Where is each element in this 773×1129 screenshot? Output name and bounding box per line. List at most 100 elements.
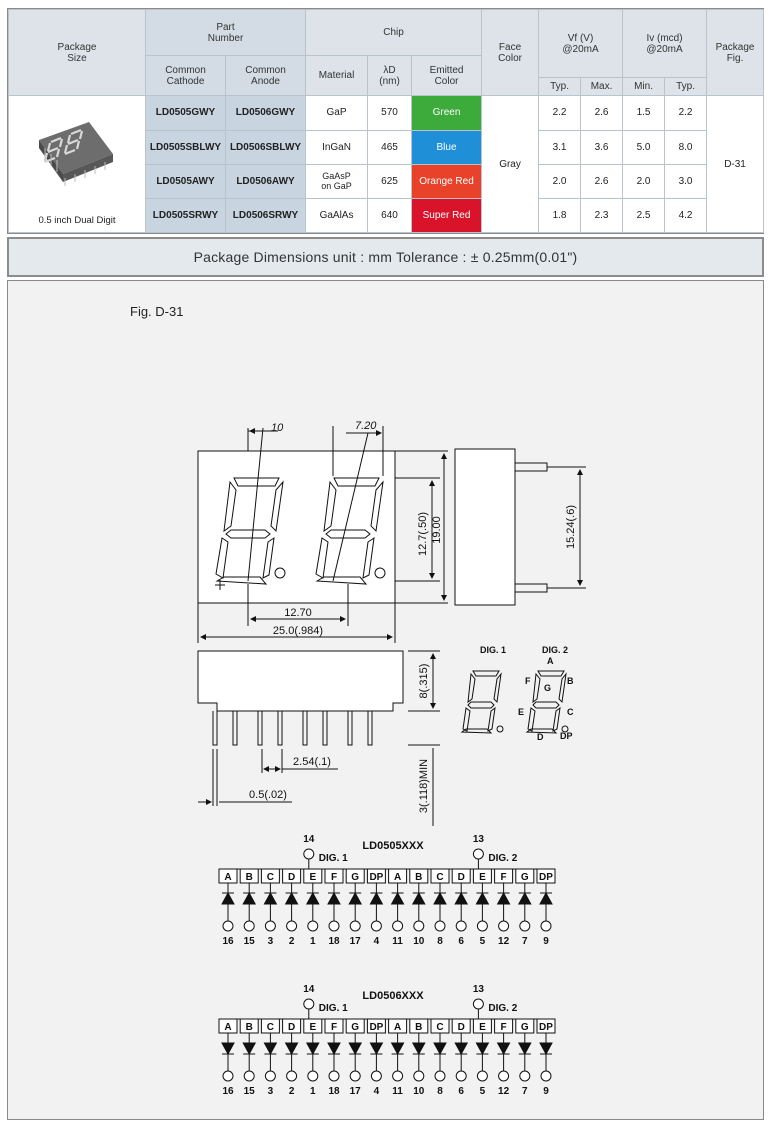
pin-number: 9 (543, 1086, 549, 1097)
segment-label: E (479, 1022, 486, 1033)
pin-number: 15 (244, 936, 256, 947)
vf-max-cell: 2.3 (580, 197, 624, 234)
pin-circle (370, 920, 382, 932)
digit-2-outline (315, 477, 386, 585)
segment-label: G (351, 1022, 359, 1033)
figure-label: Fig. D-31 (130, 304, 183, 319)
material-cell: GaAlAs (305, 197, 369, 234)
segment-label: D (458, 1022, 465, 1033)
pin-number: 18 (328, 1086, 340, 1097)
segment-label: E (479, 872, 486, 883)
header-material: Material (305, 55, 369, 97)
diode-symbol (348, 1042, 363, 1056)
lambda-cell: 465 (367, 129, 413, 165)
package-dimensions-text: Package Dimensions unit : mm Tolerance :… (193, 249, 578, 265)
segment-label: A (224, 1022, 231, 1033)
pin-number: 4 (374, 936, 380, 947)
pin-circle (540, 920, 552, 932)
header-common-cathode: Common Cathode (145, 55, 226, 97)
cathode-cell: LD0505SRWY (145, 197, 226, 234)
side-view (454, 448, 586, 606)
pin-number: 9 (543, 936, 549, 947)
seg-a-label: A (547, 656, 554, 666)
pin-circle (243, 1070, 255, 1082)
dim-7-20: 7.20 (355, 420, 377, 432)
common-pin-circle (303, 998, 315, 1010)
package-photo-image (39, 122, 113, 187)
figure-panel: Fig. D-31 10 7.20 12.7(.50 (7, 280, 764, 1120)
pin-circle (349, 920, 361, 932)
header-face-color: Face Color (481, 8, 540, 97)
iv-typ-cell: 3.0 (664, 163, 708, 199)
pin-number: 10 (413, 1086, 425, 1097)
header-lambda: λD (nm) (367, 55, 413, 97)
pin-number: 2 (289, 936, 295, 947)
common-pin-label: 14 (303, 834, 315, 845)
pin-number: 10 (413, 936, 425, 947)
segment-label: DP (539, 1022, 553, 1033)
dim-19-00: 19.00 (431, 516, 443, 544)
header-vf-typ: Typ. (538, 77, 582, 97)
anode-cell: LD0506SBLWY (224, 129, 307, 165)
segment-label: F (501, 872, 507, 883)
dim-0-5: 0.5(.02) (249, 789, 287, 801)
seg-e-label: E (518, 707, 524, 717)
seg-g-label: G (544, 683, 551, 693)
diode-symbol (369, 1042, 384, 1056)
pin-number: 7 (522, 936, 528, 947)
pin-circle (286, 1070, 298, 1082)
diode-symbol (433, 891, 447, 905)
pin-circle (370, 1070, 382, 1082)
dim-12-7: 12.7(.50) (417, 512, 429, 556)
anode-cell: LD0506GWY (224, 95, 307, 131)
diode-symbol (496, 1042, 511, 1056)
material-cell: InGaN (305, 129, 369, 165)
cathode-cell: LD0505SBLWY (145, 129, 226, 165)
table-row: 0.5 inch Dual Digit LD0505GWY LD0506GWY … (8, 95, 765, 233)
vf-max-cell: 2.6 (580, 163, 624, 199)
segment-label: DP (539, 872, 553, 883)
seg-f-label: F (525, 676, 531, 686)
diode-symbol (433, 1042, 447, 1056)
segment-label: C (436, 872, 443, 883)
common-pin-circle (472, 848, 484, 860)
pin-circle (243, 920, 255, 932)
iv-typ-cell: 2.2 (664, 95, 708, 131)
vf-typ-cell: 3.1 (538, 129, 582, 165)
common-pin-label: 14 (303, 984, 315, 995)
pin-number: 5 (480, 1086, 486, 1097)
pin-circle (328, 1070, 340, 1082)
pin-number: 18 (328, 936, 340, 947)
lambda-cell: 640 (367, 197, 413, 234)
header-vf: Vf (V) @20mA (538, 8, 624, 79)
spec-table-frame: Package Size Part Number Chip Face Color… (7, 8, 765, 234)
segment-label: C (267, 1022, 274, 1033)
material-cell: GaP (305, 95, 369, 131)
digit-label: DIG. 2 (488, 1003, 517, 1014)
segment-label: B (246, 872, 253, 883)
iv-typ-cell: 4.2 (664, 197, 708, 234)
package-fig-cell: D-31 (706, 95, 765, 233)
pin-number: 16 (222, 1086, 234, 1097)
table-row: LD0505SRWY LD0506SRWY GaAlAs 640 Super R… (9, 197, 764, 234)
segment-label: C (267, 872, 274, 883)
segment-letters: DIG. 1 DIG. 2 A B C D E F G DP (480, 645, 574, 742)
segment-label: DP (369, 872, 383, 883)
face-color-cell: Gray (481, 95, 540, 233)
segment-label: C (436, 1022, 443, 1033)
segment-label: A (394, 1022, 401, 1033)
pin-circle (392, 920, 404, 932)
segment-label: G (521, 872, 529, 883)
iv-min-cell: 2.5 (622, 197, 666, 234)
segment-label: E (309, 1022, 316, 1033)
iv-min-cell: 5.0 (622, 129, 666, 165)
pin-number: 17 (350, 936, 362, 947)
vf-max-cell: 2.6 (580, 95, 624, 131)
bottom-view (197, 650, 440, 826)
diode-symbol (475, 891, 490, 905)
segment-legend (460, 670, 569, 734)
pin-circle (519, 920, 531, 932)
iv-min-cell: 2.0 (622, 163, 666, 199)
